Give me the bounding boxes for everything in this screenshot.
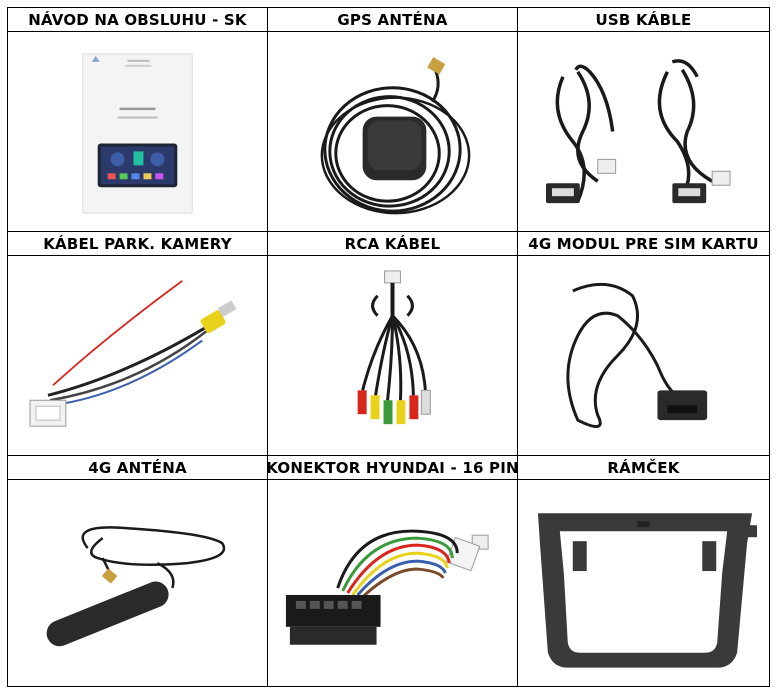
header-usb-cables: USB KÁBLE: [518, 8, 769, 32]
accessories-table: NÁVOD NA OBSLUHU - SK GPS ANTÉNA USB KÁB…: [7, 7, 770, 687]
header-frame: RÁMČEK: [518, 456, 769, 480]
frame-icon: [518, 480, 769, 686]
header-4g-antenna-label: 4G ANTÉNA: [88, 458, 187, 477]
header-usb-cables-label: USB KÁBLE: [595, 10, 692, 29]
header-rca-cable: RCA KÁBEL: [268, 232, 518, 256]
rca-cable-icon: [268, 256, 518, 456]
header-frame-label: RÁMČEK: [607, 458, 680, 477]
parking-camera-cable-icon: [8, 256, 268, 456]
header-parking-camera-cable: KÁBEL PARK. KAMERY: [8, 232, 268, 256]
header-hyundai-connector-label: KONEKTOR HYUNDAI - 16 PIN: [268, 458, 518, 477]
gps-antenna-icon: [268, 32, 518, 232]
header-4g-sim-module-label: 4G MODUL PRE SIM KARTU: [528, 234, 759, 253]
header-gps-antenna-label: GPS ANTÉNA: [337, 10, 448, 29]
header-rca-cable-label: RCA KÁBEL: [344, 234, 441, 253]
4g-antenna-icon: [8, 480, 268, 686]
header-hyundai-connector: KONEKTOR HYUNDAI - 16 PIN: [268, 456, 518, 480]
header-parking-camera-cable-label: KÁBEL PARK. KAMERY: [43, 234, 232, 253]
manual-booklet-icon: [8, 32, 268, 232]
header-manual-label: NÁVOD NA OBSLUHU - SK: [28, 10, 247, 29]
4g-sim-module-icon: [518, 256, 769, 456]
header-4g-antenna: 4G ANTÉNA: [8, 456, 268, 480]
usb-cables-icon: [518, 32, 769, 232]
hyundai-16pin-connector-icon: [268, 480, 518, 686]
header-4g-sim-module: 4G MODUL PRE SIM KARTU: [518, 232, 769, 256]
header-manual: NÁVOD NA OBSLUHU - SK: [8, 8, 268, 32]
header-gps-antenna: GPS ANTÉNA: [268, 8, 518, 32]
